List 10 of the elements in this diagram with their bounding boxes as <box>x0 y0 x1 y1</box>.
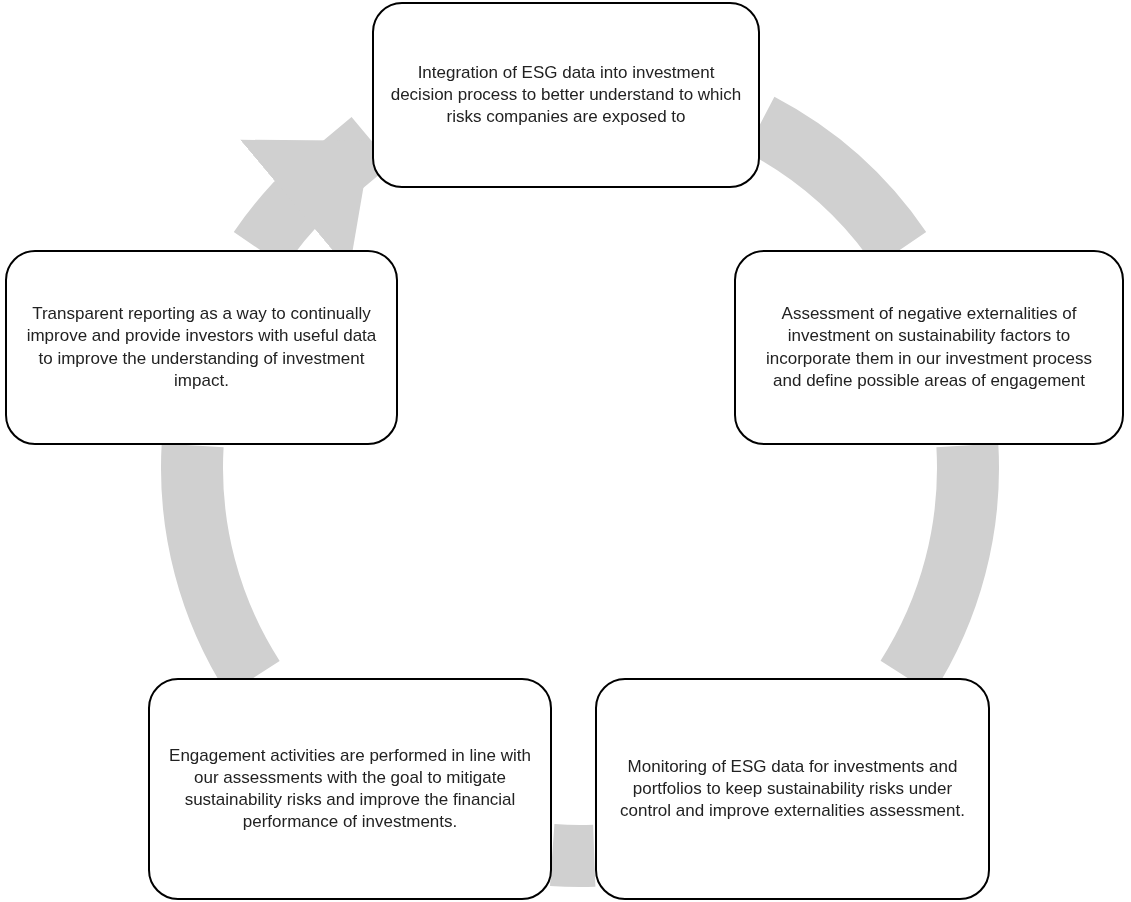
step-text: Transparent reporting as a way to continually improve and provide investors with useful data to improve the understanding of investment impact. <box>25 303 378 392</box>
process-box <box>148 678 552 900</box>
step-text: Assessment of negative externalities of investment on sustainability factors to incorporate them in our investment process and define possible areas of engagement <box>765 303 1093 392</box>
process-box <box>5 250 398 445</box>
step-text: Integration of ESG data into investment decision process to better understand to which risks companies are exposed to <box>389 61 743 129</box>
step-text: Monitoring of ESG data for investments and portfolios to keep sustainability risks under control and improve externalities assessment. <box>619 755 966 823</box>
process-box <box>372 2 760 188</box>
process-box <box>734 250 1124 445</box>
process-box <box>595 678 990 900</box>
step-text: Engagement activities are performed in line with our assessments with the goal to mitigate sustainability risks and improve the financial performance of investments. <box>168 744 532 834</box>
